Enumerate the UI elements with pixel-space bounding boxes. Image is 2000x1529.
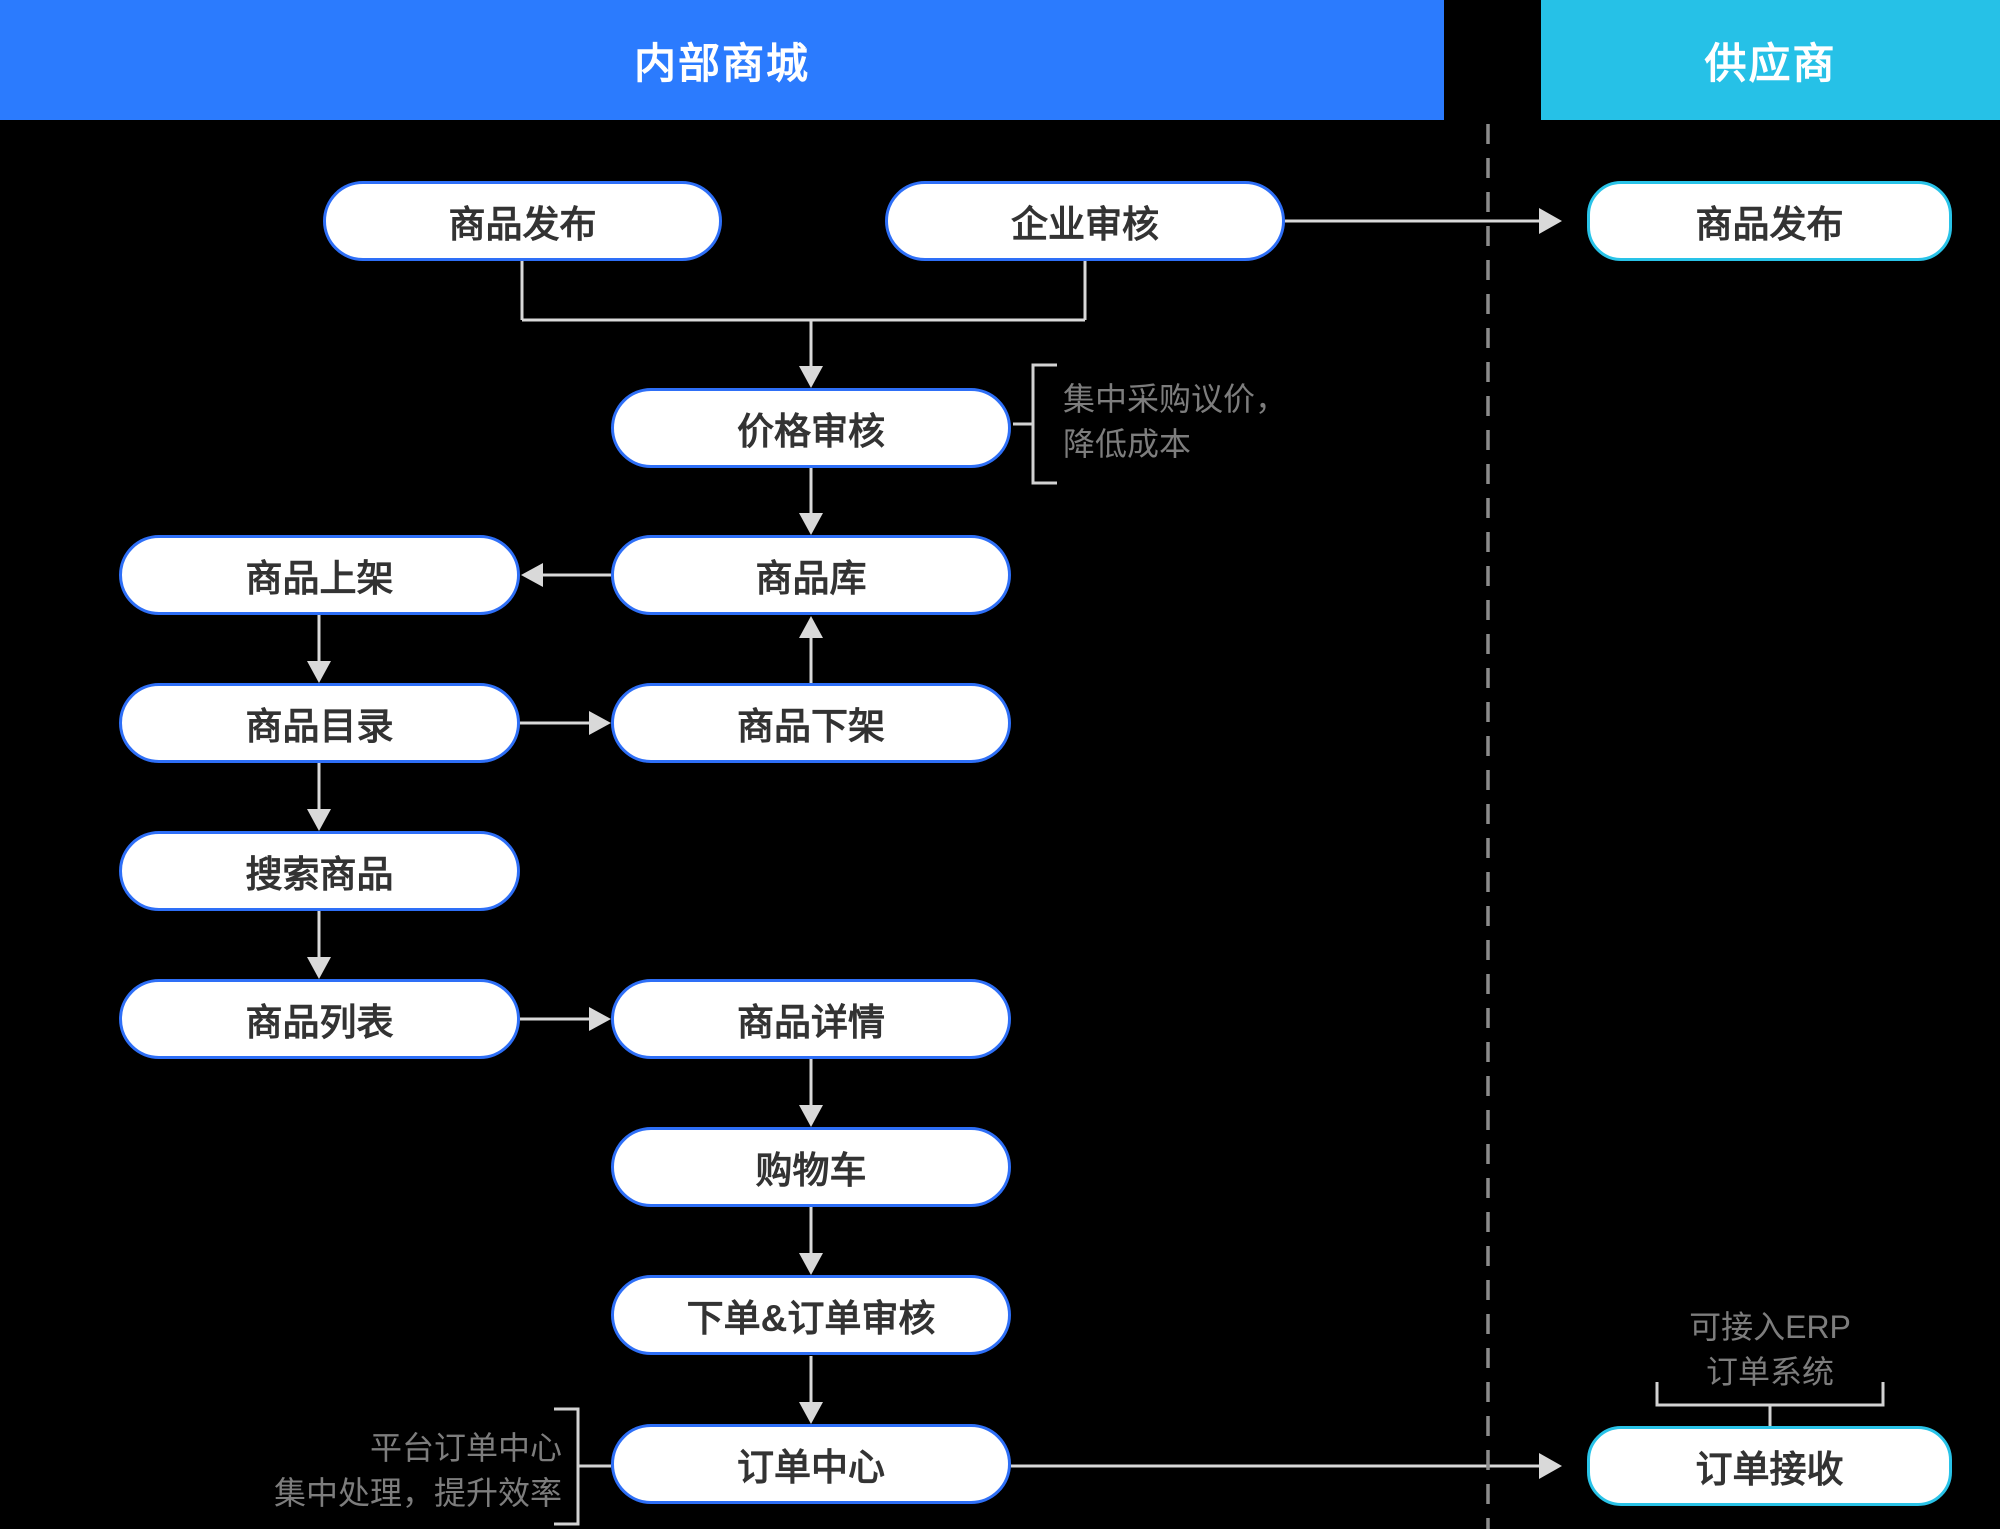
node-search-product: 搜索商品 — [119, 831, 520, 911]
node-order-and-review: 下单&订单审核 — [611, 1275, 1011, 1355]
node-product-off-shelf-label: 商品下架 — [737, 706, 885, 747]
node-product-library: 商品库 — [611, 535, 1011, 615]
arrowhead-into-order-review — [799, 1253, 823, 1275]
note-order-receive-line1: 可接入ERP — [1689, 1309, 1851, 1345]
arrowhead-into-cart — [799, 1105, 823, 1127]
node-product-publish-internal: 商品发布 — [323, 181, 722, 261]
node-product-on-shelf: 商品上架 — [119, 535, 520, 615]
node-product-publish-internal-label: 商品发布 — [448, 204, 597, 245]
arrowhead-into-order-center — [799, 1402, 823, 1424]
arrowhead-into-catalog — [307, 661, 331, 683]
node-product-list-label: 商品列表 — [245, 1002, 394, 1043]
node-enterprise-review: 企业审核 — [885, 181, 1285, 261]
node-order-center-label: 订单中心 — [737, 1447, 885, 1488]
node-shopping-cart: 购物车 — [611, 1127, 1011, 1207]
node-enterprise-review-label: 企业审核 — [1011, 204, 1159, 245]
node-product-library-label: 商品库 — [755, 558, 867, 599]
node-product-publish-supplier-label: 商品发布 — [1695, 204, 1844, 245]
node-product-on-shelf-label: 商品上架 — [245, 558, 394, 599]
note-order-center-line1: 平台订单中心 — [369, 1430, 562, 1466]
note-order-receive: 可接入ERP 订单系统 — [1620, 1305, 1920, 1395]
note-price-review-line2: 降低成本 — [1063, 426, 1192, 462]
arrowhead-into-search — [307, 809, 331, 831]
arrowhead-into-detail — [589, 1007, 611, 1031]
bracket-price-review-note — [1031, 363, 1057, 485]
note-price-review: 集中采购议价， 降低成本 — [1063, 377, 1287, 467]
arrowhead-into-order-receive — [1539, 1453, 1562, 1479]
note-order-receive-line2: 订单系统 — [1705, 1354, 1834, 1390]
arrowhead-into-library-up — [799, 616, 823, 638]
node-product-catalog-label: 商品目录 — [245, 706, 394, 747]
arrowhead-into-list — [307, 957, 331, 979]
arrowhead-into-library — [799, 513, 823, 535]
node-product-catalog: 商品目录 — [119, 683, 520, 763]
header-internal-mall-label: 内部商城 — [633, 39, 810, 87]
node-product-detail: 商品详情 — [611, 979, 1011, 1059]
arrowhead-into-off-shelf — [589, 711, 611, 735]
header-internal-mall-bar: 内部商城 — [0, 0, 1444, 120]
node-price-review-label: 价格审核 — [737, 411, 885, 452]
arrowhead-into-supplier-publish — [1539, 208, 1562, 234]
note-price-review-line1: 集中采购议价， — [1063, 381, 1288, 417]
node-search-product-label: 搜索商品 — [245, 854, 394, 895]
node-product-list: 商品列表 — [119, 979, 520, 1059]
node-price-review: 价格审核 — [611, 388, 1011, 468]
header-supplier-bar: 供应商 — [1541, 0, 2000, 120]
node-product-off-shelf: 商品下架 — [611, 683, 1011, 763]
node-order-and-review-label: 下单&订单审核 — [686, 1298, 936, 1339]
node-product-detail-label: 商品详情 — [737, 1002, 885, 1043]
node-shopping-cart-label: 购物车 — [755, 1150, 867, 1191]
arrowhead-into-price-review — [799, 366, 823, 388]
note-order-center: 平台订单中心 集中处理，提升效率 — [274, 1426, 562, 1516]
node-order-center: 订单中心 — [611, 1424, 1011, 1504]
arrowhead-into-on-shelf — [521, 563, 543, 587]
note-order-center-line2: 集中处理，提升效率 — [273, 1475, 562, 1511]
node-order-receive-label: 订单接收 — [1695, 1449, 1844, 1490]
node-order-receive: 订单接收 — [1587, 1426, 1952, 1506]
node-product-publish-supplier: 商品发布 — [1587, 181, 1952, 261]
header-supplier-label: 供应商 — [1704, 39, 1837, 87]
